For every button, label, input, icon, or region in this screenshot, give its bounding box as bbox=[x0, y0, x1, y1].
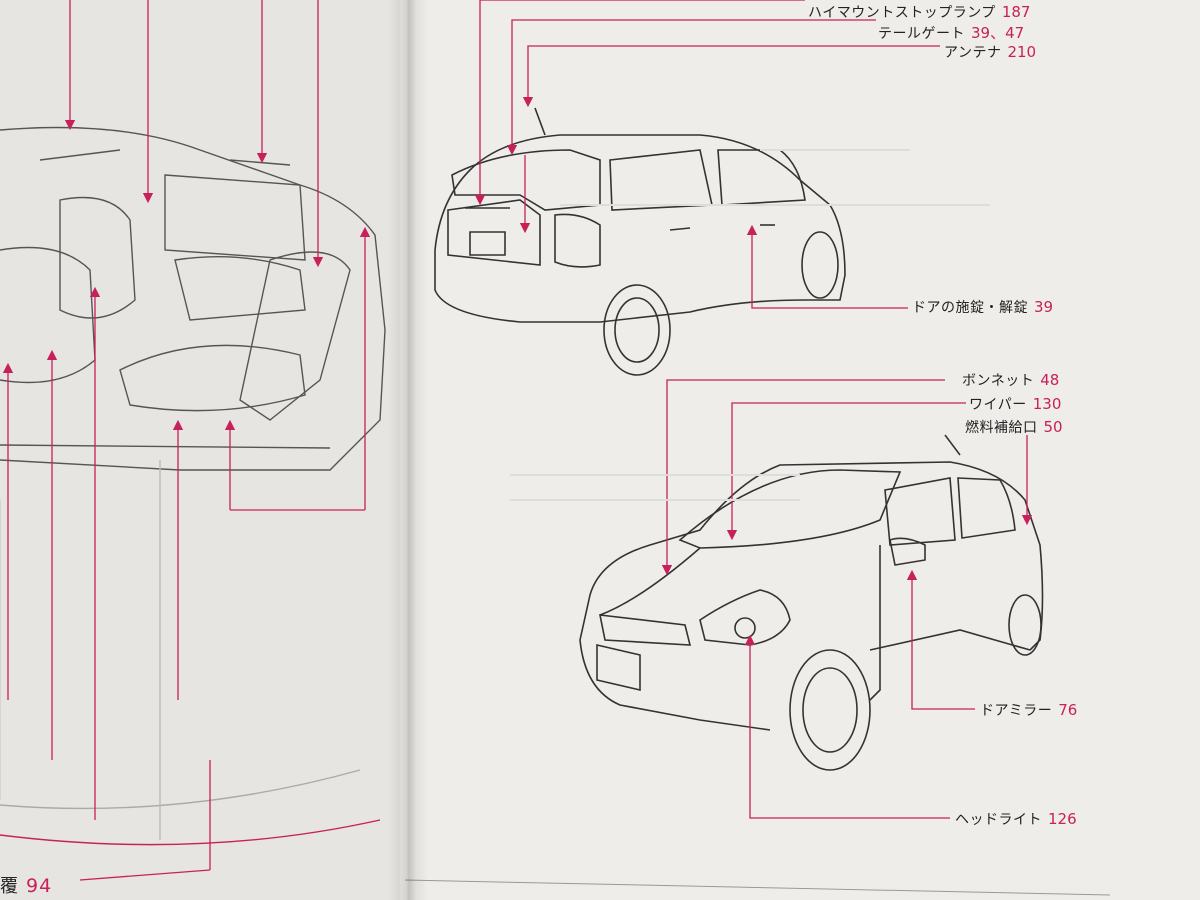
callout-page: 48 bbox=[1040, 371, 1060, 389]
left-leader-lines bbox=[2, 0, 371, 881]
callout-bonnet: ボンネット 48 bbox=[962, 370, 1059, 390]
callout-label: テールゲート bbox=[878, 26, 965, 42]
interior-illustration bbox=[0, 126, 386, 846]
callout-page: 50 bbox=[1043, 418, 1063, 436]
front-car-illustration bbox=[579, 434, 1044, 771]
callout-page: 210 bbox=[1007, 43, 1037, 61]
left-page-footer: 覆 94 bbox=[0, 872, 52, 898]
callout-high-mount-stop-lamp: ハイマウントストップランプ 187 bbox=[808, 2, 1030, 22]
callout-label: 燃料補給口 bbox=[965, 420, 1038, 436]
faint-background-heading bbox=[510, 149, 990, 501]
callout-tailgate: テールゲート 39、47 bbox=[878, 22, 1024, 43]
callout-page: 126 bbox=[1048, 810, 1077, 828]
callout-label: ドアの施錠・解錠 bbox=[912, 300, 1028, 316]
callout-label: ハイマウントストップランプ bbox=[808, 5, 996, 21]
callout-label: ヘッドライト bbox=[955, 812, 1042, 828]
footer-label: 覆 bbox=[0, 876, 18, 897]
callout-page: 187 bbox=[1001, 3, 1031, 21]
callout-page: 39、47 bbox=[971, 24, 1025, 42]
callout-page: 39 bbox=[1034, 298, 1054, 316]
callout-page: 130 bbox=[1032, 395, 1062, 413]
callout-antenna: アンテナ 210 bbox=[944, 42, 1036, 62]
callout-wiper: ワイパー 130 bbox=[969, 394, 1061, 414]
callout-label: ドアミラー bbox=[980, 703, 1053, 719]
callout-door-lock: ドアの施錠・解錠 39 bbox=[912, 297, 1053, 317]
callout-label: アンテナ bbox=[944, 45, 1002, 61]
callout-door-mirror: ドアミラー 76 bbox=[980, 700, 1077, 720]
rear-car-illustration bbox=[434, 107, 846, 376]
callout-page: 76 bbox=[1058, 701, 1078, 719]
callout-headlight: ヘッドライト 126 bbox=[955, 809, 1077, 829]
right-leader-lines bbox=[474, 0, 1033, 819]
callout-label: ボンネット bbox=[962, 373, 1035, 389]
callout-fuel-filler: 燃料補給口 50 bbox=[965, 417, 1063, 437]
book-gutter bbox=[388, 0, 428, 900]
bottom-rule bbox=[404, 879, 1111, 896]
page-number: 94 bbox=[26, 875, 53, 897]
callout-label: ワイパー bbox=[969, 397, 1027, 413]
